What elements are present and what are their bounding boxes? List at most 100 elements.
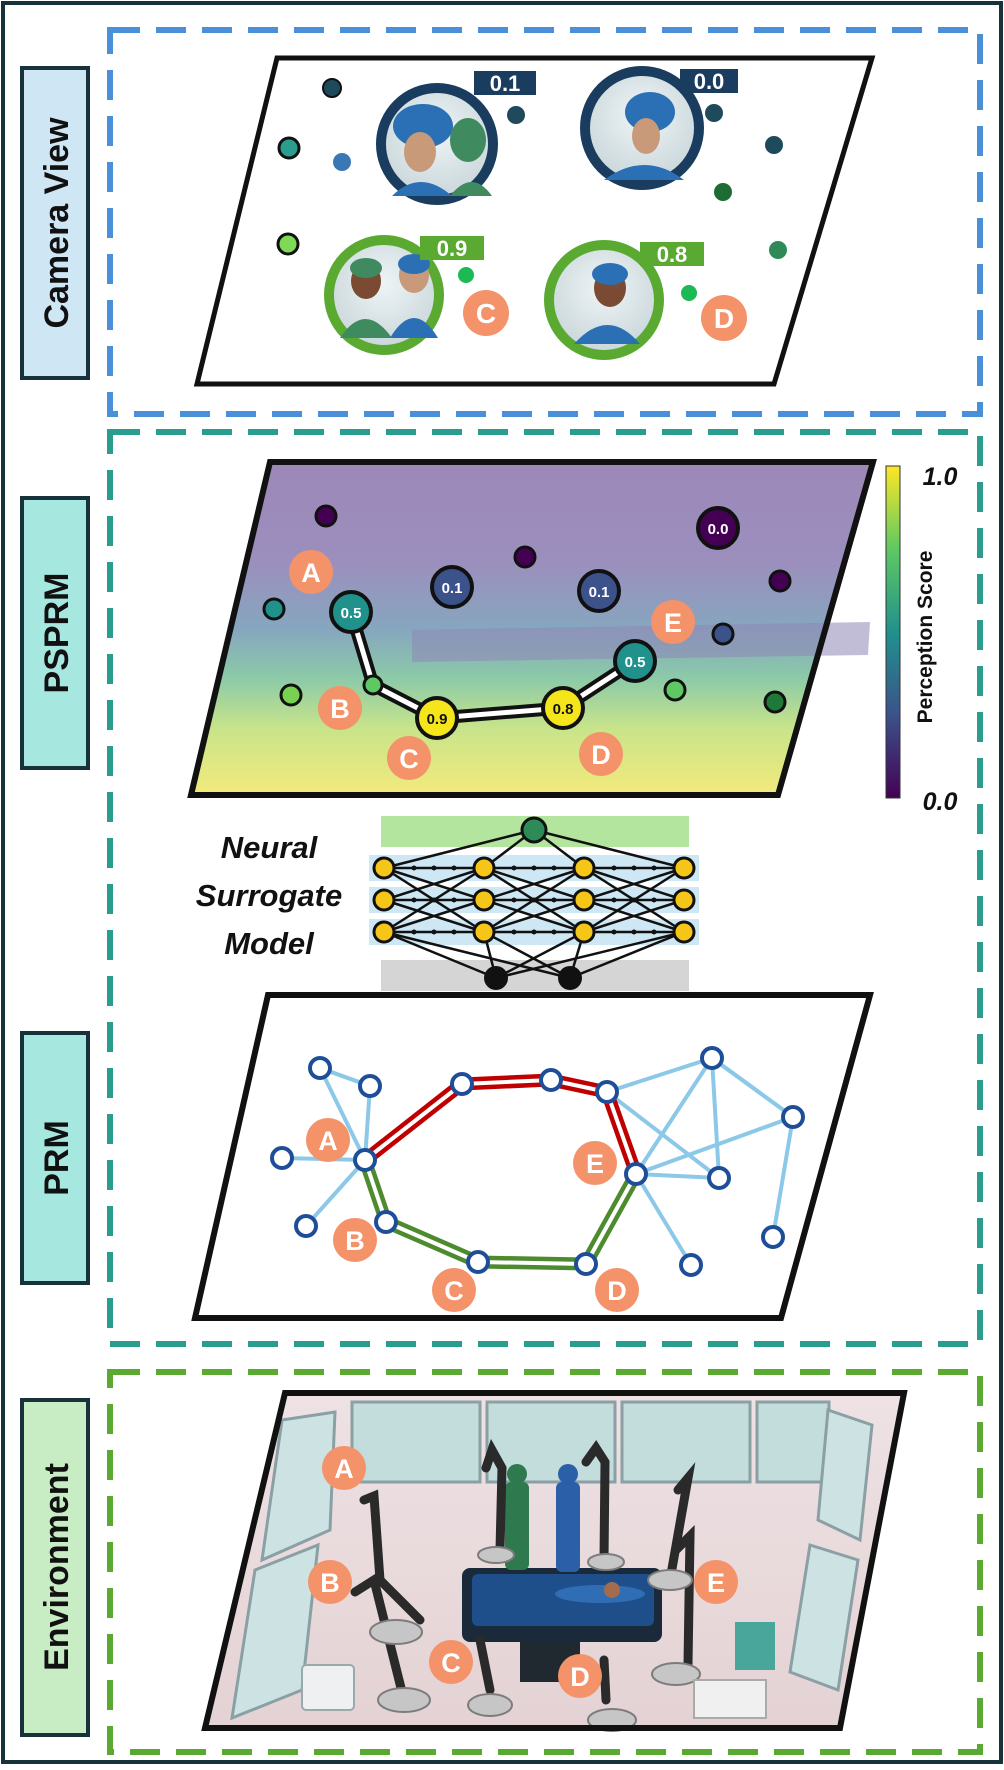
nn-ellipsis-dot [651, 865, 657, 871]
camera-score-4: 0.8 [657, 242, 688, 267]
nn-output-node [520, 816, 548, 844]
colorbar-max: 1.0 [923, 463, 958, 491]
svg-text:0.0: 0.0 [708, 521, 729, 538]
prm-node [539, 1068, 563, 1092]
camera-dots [276, 78, 787, 301]
nn-hidden-node [572, 888, 596, 912]
env-letter-d: D [558, 1654, 602, 1698]
nn-ellipsis-dot [551, 929, 557, 935]
svg-text:A: A [301, 558, 321, 588]
nn-input-node [484, 966, 508, 990]
camera-letter-d: D [701, 295, 747, 341]
prm-node [707, 1166, 731, 1190]
nn-hidden-node [372, 888, 396, 912]
prm-node [294, 1214, 318, 1238]
prm-label-box: PRM [20, 1031, 90, 1285]
psprm-letter-d: D [579, 732, 623, 776]
env-letter-a: A [322, 1446, 366, 1490]
nn-hidden-node [472, 888, 496, 912]
planning-box [107, 429, 983, 1347]
nn-hidden-node [572, 920, 596, 944]
camera-view-label: Camera View [38, 117, 76, 329]
svg-text:D: D [607, 1276, 627, 1306]
nn-ellipsis-dot [631, 929, 637, 935]
colorbar-min: 0.0 [923, 788, 958, 816]
svg-text:0.1: 0.1 [442, 580, 463, 597]
nn-edge [483, 898, 585, 934]
environment-render [201, 1390, 908, 1732]
nn-ellipsis-dot [611, 865, 617, 871]
prm-edge [318, 1067, 367, 1161]
psprm-letter-a: A [289, 550, 333, 594]
nn-ellipsis-dot [411, 929, 417, 935]
nn-edge [383, 828, 535, 870]
prm-letter-c: C [432, 1268, 476, 1312]
camera-score-2: 0.0 [694, 69, 725, 94]
nn-ellipsis-dot [631, 897, 637, 903]
prm-node [595, 1080, 619, 1104]
prm-node [358, 1074, 382, 1098]
environment-label-box: Environment [20, 1398, 90, 1737]
svg-text:B: B [320, 1568, 340, 1598]
env-letter-b: B [308, 1560, 352, 1604]
prm-node [574, 1252, 598, 1276]
camera-view-box [107, 27, 983, 417]
psprm-label-box: PSPRM [20, 496, 90, 770]
nn-hidden-node [472, 920, 496, 944]
nn-ellipsis-dot [431, 865, 437, 871]
svg-text:0.1: 0.1 [589, 584, 610, 601]
svg-text:C: C [441, 1648, 461, 1678]
prm-letter-a: A [306, 1118, 350, 1162]
prm-letter-e: E [573, 1141, 617, 1185]
camera-score-tag-3: 0.9 [420, 236, 484, 261]
nn-edge [533, 828, 685, 870]
svg-text:B: B [330, 694, 350, 724]
psprm-letter-b: B [318, 686, 362, 730]
camera-portrait-2 [580, 66, 704, 190]
camera-score-1: 0.1 [490, 71, 521, 96]
nn-edge [583, 866, 685, 902]
prm-label: PRM [38, 1120, 76, 1196]
svg-text:0.9: 0.9 [427, 711, 448, 728]
prm-node [353, 1148, 377, 1172]
nn-edge [383, 866, 485, 902]
nn-edge [569, 930, 685, 980]
nn-ellipsis-dot [531, 929, 537, 935]
prm-node [624, 1162, 648, 1186]
nn-ellipsis-dot [531, 897, 537, 903]
prm-node [679, 1253, 703, 1277]
svg-text:A: A [318, 1126, 338, 1156]
svg-text:D: D [591, 740, 611, 770]
svg-text:Neural: Neural [221, 830, 319, 865]
colorbar-label: Perception Score [914, 551, 937, 724]
psprm-letter-c: C [387, 736, 431, 780]
nn-hidden-node [672, 856, 696, 880]
nn-ellipsis-dot [431, 897, 437, 903]
camera-portrait-1 [376, 83, 498, 205]
env-letter-e: E [694, 1560, 738, 1604]
nn-edge [583, 898, 685, 934]
camera-plane [193, 55, 876, 387]
nn-ellipsis-dot [551, 865, 557, 871]
camera-portrait-3 [324, 235, 444, 355]
prm-edge [634, 1056, 714, 1176]
svg-text:Model: Model [224, 926, 315, 961]
prm-edge [710, 1056, 795, 1119]
psprm-node-00: 0.0 [696, 506, 740, 550]
psprm-node-01a: 0.1 [430, 565, 474, 609]
nn-hidden-node [472, 856, 496, 880]
nn-ellipsis-dot [651, 897, 657, 903]
camera-score-tag-4: 0.8 [640, 242, 704, 267]
svg-text:0.8: 0.8 [553, 701, 574, 718]
psprm-node-05a: 0.5 [329, 590, 373, 634]
nn-hidden-node [572, 856, 596, 880]
prm-node [270, 1146, 294, 1170]
nn-hidden-node [672, 888, 696, 912]
psprm-node-05b: 0.5 [613, 639, 657, 683]
svg-text:C: C [444, 1276, 464, 1306]
prm-node [761, 1225, 785, 1249]
prm-node [450, 1072, 474, 1096]
svg-text:E: E [586, 1149, 604, 1179]
camera-portrait-4 [544, 240, 664, 360]
